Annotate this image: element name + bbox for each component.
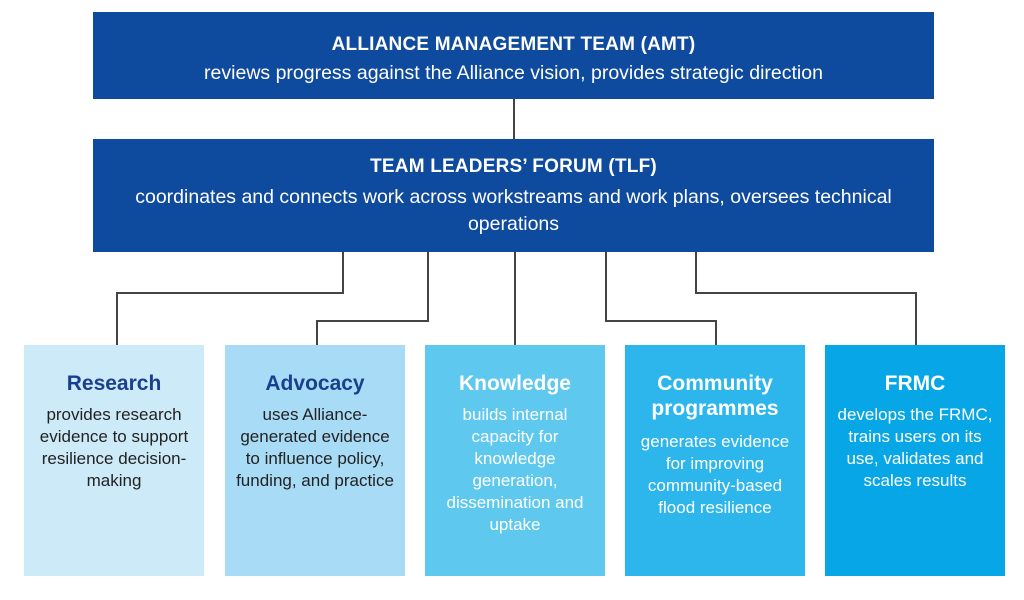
frmc-description: develops the FRMC, trains users on its u… (837, 405, 993, 490)
research-title: Research (66, 372, 162, 395)
amt-box: ALLIANCE MANAGEMENT TEAM (AMT) reviews p… (93, 12, 934, 99)
frmc-title: FRMC (884, 372, 946, 395)
knowledge-description: builds internal capacity for knowledge g… (446, 405, 584, 534)
advocacy-card: Advocacy uses Alliance-generated evidenc… (225, 345, 405, 576)
amt-title: ALLIANCE MANAGEMENT TEAM (AMT) (331, 34, 696, 55)
tlf-box: TEAM LEADERS’ FORUM (TLF) coordinates an… (93, 139, 934, 252)
tlf-description: coordinates and connects work across wor… (135, 186, 892, 235)
community-programmes-card: Community programmes generates evidence … (625, 345, 805, 576)
frmc-card: FRMC develops the FRMC, trains users on … (825, 345, 1005, 576)
connector-community (605, 252, 717, 345)
connector-advocacy (316, 252, 429, 345)
tlf-title: TEAM LEADERS’ FORUM (TLF) (370, 156, 657, 177)
community-programmes-description: generates evidence for improving communi… (640, 432, 790, 517)
amt-description: reviews progress against the Alliance vi… (204, 62, 823, 84)
knowledge-card: Knowledge builds internal capacity for k… (425, 345, 605, 576)
research-card: Research provides research evidence to s… (24, 345, 204, 576)
advocacy-description: uses Alliance-generated evidence to infl… (236, 405, 394, 490)
connector-frmc (695, 252, 917, 345)
research-description: provides research evidence to support re… (39, 405, 189, 490)
advocacy-title: Advocacy (265, 372, 365, 395)
community-programmes-title: Community programmes (651, 372, 779, 420)
knowledge-title: Knowledge (458, 372, 571, 395)
connector-research (116, 252, 344, 345)
